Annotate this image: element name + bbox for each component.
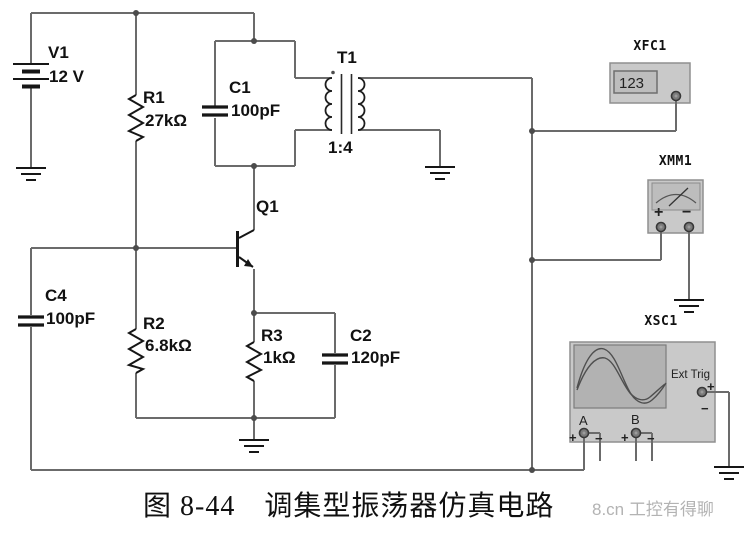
meter-needle	[668, 187, 689, 207]
xsc1-label: XSC1	[644, 314, 678, 329]
r1-ref-label: R1	[143, 88, 165, 107]
xfc1-label: XFC1	[633, 39, 667, 54]
meter-scale-arc	[655, 193, 697, 204]
wires[interactable]	[30, 12, 730, 471]
r1-value-label: 27kΩ	[145, 111, 187, 130]
transistor-q1[interactable]	[236, 229, 255, 268]
polarity-dot	[331, 70, 335, 75]
scope-waveform-b	[576, 357, 666, 401]
xfc1-display-value: 123	[619, 75, 645, 92]
c4-ref-label: C4	[45, 286, 67, 305]
q1-ref-label: Q1	[256, 197, 279, 216]
v1-ref-label: V1	[48, 43, 69, 62]
emitter-arrow	[244, 259, 253, 267]
ground-symbol-xmm1[interactable]	[674, 299, 704, 313]
figure-caption: 图 8-44 调集型振荡器仿真电路	[143, 491, 555, 522]
r2-value-label: 6.8kΩ	[145, 336, 192, 355]
xmm1-plus-sign: +	[654, 204, 664, 221]
ext-trig-minus-sign: −	[701, 401, 709, 416]
xsc1-ext-trig-terminal[interactable]	[696, 386, 708, 398]
v1-value-label: 12 V	[49, 67, 84, 86]
capacitor-c1[interactable]	[202, 105, 228, 117]
multimeter-xmm1-body[interactable]	[647, 179, 704, 234]
xfc1-terminal[interactable]	[670, 90, 682, 102]
channel-b-label: B	[631, 412, 640, 427]
capacitor-c4[interactable]	[18, 315, 44, 327]
r3-ref-label: R3	[261, 326, 283, 345]
c2-value-label: 120pF	[351, 348, 401, 367]
ext-trig-plus-sign: +	[707, 379, 715, 394]
r3-value-label: 1kΩ	[263, 348, 296, 367]
xsc1-channel-a-terminal[interactable]	[578, 427, 590, 439]
ext-trig-label: Ext Trig	[671, 369, 710, 381]
t1-ref-label: T1	[337, 48, 357, 67]
xmm1-minus-sign: −	[682, 204, 692, 221]
transformer-t1[interactable]	[324, 70, 366, 134]
t1-ratio-label: 1:4	[328, 138, 353, 157]
c1-ref-label: C1	[229, 78, 251, 97]
r2-ref-label: R2	[143, 314, 165, 333]
resistor-r3[interactable]	[244, 341, 264, 382]
channel-a-minus-sign: −	[595, 431, 603, 446]
frequency-counter-xfc1-body[interactable]	[609, 62, 691, 104]
capacitor-c2[interactable]	[322, 353, 348, 365]
junction-dots	[133, 10, 535, 473]
ground-symbol-exttrig[interactable]	[714, 466, 744, 480]
c1-value-label: 100pF	[231, 101, 281, 120]
xmm1-minus-terminal[interactable]	[683, 221, 695, 233]
c4-value-label: 100pF	[46, 309, 96, 328]
channel-b-minus-sign: −	[647, 431, 655, 446]
resistor-r1[interactable]	[126, 94, 146, 142]
resistor-r2[interactable]	[126, 328, 146, 374]
xsc1-channel-b-terminal[interactable]	[630, 427, 642, 439]
c2-ref-label: C2	[350, 326, 372, 345]
ground-symbol-v1[interactable]	[16, 167, 46, 181]
xmm1-label: XMM1	[658, 154, 693, 169]
battery-v1[interactable]	[13, 63, 49, 89]
oscilloscope-xsc1-body[interactable]	[569, 341, 716, 443]
channel-b-plus-sign: +	[621, 430, 629, 445]
ground-symbol-t1[interactable]	[425, 166, 455, 180]
watermark: 8.cn 工控有得聊	[592, 500, 714, 519]
xmm1-plus-terminal[interactable]	[655, 221, 667, 233]
ground-symbol-r3[interactable]	[239, 439, 269, 453]
channel-a-plus-sign: +	[569, 430, 577, 445]
channel-a-label: A	[579, 413, 588, 428]
